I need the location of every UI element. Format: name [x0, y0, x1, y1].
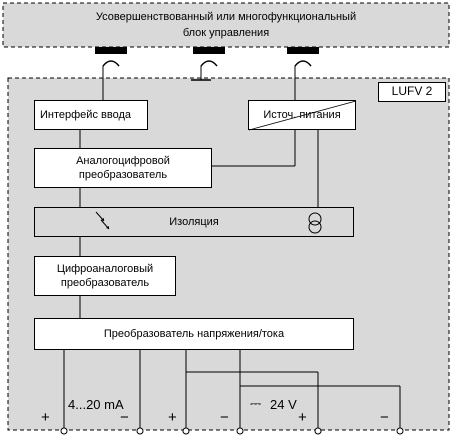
terminal-3 [182, 427, 190, 435]
polarity-minus-3: − [380, 409, 389, 426]
input-interface-block: Интерфейс ввода [34, 100, 148, 130]
controller-panel [2, 2, 450, 48]
isolation-label: Изоляция [169, 215, 219, 228]
power-source-label: Источ. питания [263, 108, 341, 121]
module-name-badge: LUFV 2 [378, 82, 446, 102]
transformer-coil-bottom [308, 220, 322, 234]
polarity-plus-1: + [41, 409, 50, 426]
connector-left [95, 47, 127, 54]
adc-label-line2: преобразователь [78, 169, 168, 181]
voltage-label: 24 V [270, 397, 297, 412]
vi-converter-block: Преобразователь напряжения/тока [34, 318, 354, 350]
polarity-plus-2: + [168, 409, 177, 426]
connector-arc-left [102, 60, 120, 67]
power-source-block: Источ. питания [248, 100, 357, 131]
transformer-coil-top [308, 212, 322, 226]
adc-label-line1: Аналогоцифровой [76, 154, 170, 167]
terminal-4 [236, 427, 244, 435]
terminal-2 [136, 427, 144, 435]
controller-title-line2: блок управления [182, 27, 270, 39]
terminal-6 [396, 427, 404, 435]
connector-mid [193, 47, 225, 54]
connector-right [287, 47, 319, 54]
connector-arc-right [294, 60, 312, 67]
dac-label-line1: Цифроаналоговый [56, 262, 154, 275]
adc-block: Аналогоцифровой преобразователь [34, 148, 212, 188]
connector-arc-mid [200, 60, 218, 67]
dac-label-line2: преобразователь [60, 277, 150, 289]
terminal-1 [60, 427, 68, 435]
terminal-5 [314, 427, 322, 435]
polarity-minus-1: − [120, 409, 129, 426]
dc-symbol: ⎓ [250, 395, 262, 411]
polarity-plus-3: + [298, 409, 307, 426]
controller-title-line1: Усовершенствованный или многофункциональ… [95, 11, 357, 23]
module-panel [7, 77, 450, 431]
power-source-slash [249, 101, 357, 131]
dac-block: Цифроаналоговый преобразователь [34, 256, 176, 296]
isolation-block: Изоляция [34, 207, 354, 237]
current-range-label: 4...20 mA [68, 397, 124, 412]
polarity-minus-2: − [220, 409, 229, 426]
